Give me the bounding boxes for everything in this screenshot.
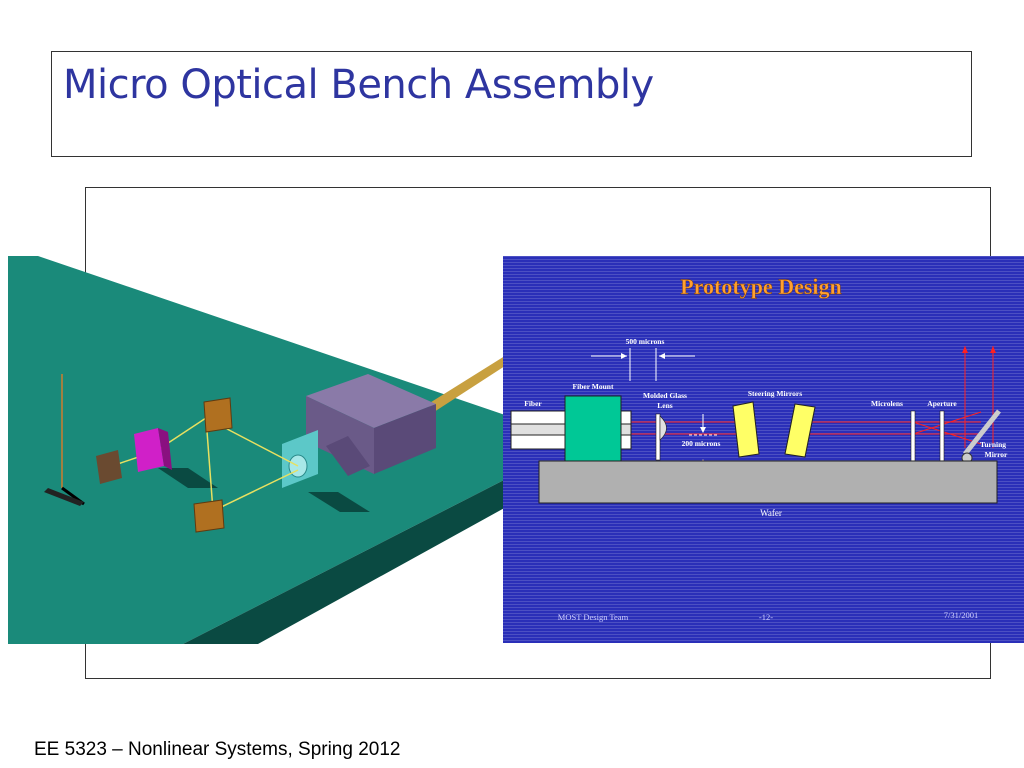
lens-curve <box>659 415 667 441</box>
label-500-microns: 500 microns <box>626 337 665 346</box>
prototype-title: Prototype Design <box>680 274 842 299</box>
turning-mirror <box>963 409 1001 456</box>
fiber-mount <box>564 395 622 463</box>
slide-footer: EE 5323 – Nonlinear Systems, Spring 2012 <box>34 739 401 760</box>
prototype-design-slide: Prototype Design 500 microns Fiber Fiber… <box>503 256 1024 643</box>
lens-post <box>655 413 661 461</box>
housing-top <box>306 374 436 428</box>
bench-top <box>8 256 508 644</box>
prototype-footer-page: -12- <box>759 612 773 622</box>
label-turning: Turning <box>980 440 1006 449</box>
housing-side <box>374 404 436 474</box>
bench-edge <box>183 478 508 644</box>
label-fiber-mount: Fiber Mount <box>573 382 614 391</box>
optical-bench-render <box>8 256 508 644</box>
steering-mirror-2 <box>784 403 816 458</box>
steering-mirror-1 <box>732 401 760 458</box>
prototype-footer-date: 7/31/2001 <box>944 610 978 620</box>
housing-foot <box>326 436 370 476</box>
label-wafer: Wafer <box>760 508 782 518</box>
title-box: Micro Optical Bench Assembly <box>51 51 972 157</box>
slide-title: Micro Optical Bench Assembly <box>63 62 654 108</box>
label-microlens: Microlens <box>871 399 903 408</box>
prototype-footer-team: MOST Design Team <box>558 612 629 622</box>
mirror-mount-2 <box>193 499 225 533</box>
fiber-rod <box>428 354 508 412</box>
label-mirror: Mirror <box>985 450 1008 459</box>
label-fiber: Fiber <box>524 399 542 408</box>
wafer <box>538 460 998 504</box>
brown-plate <box>96 450 122 484</box>
cutout-1 <box>158 468 218 488</box>
label-200-microns: 200 microns <box>682 439 721 448</box>
label-steering-mirrors: Steering Mirrors <box>748 389 802 398</box>
magenta-block <box>134 428 164 472</box>
microlens <box>910 410 916 462</box>
aperture <box>939 410 945 462</box>
label-molded-glass: Molded Glass <box>643 391 687 400</box>
mirror-mount-1 <box>203 397 233 433</box>
label-aperture: Aperture <box>927 399 957 408</box>
label-lens: Lens <box>657 401 673 410</box>
cutout-2 <box>308 492 370 512</box>
